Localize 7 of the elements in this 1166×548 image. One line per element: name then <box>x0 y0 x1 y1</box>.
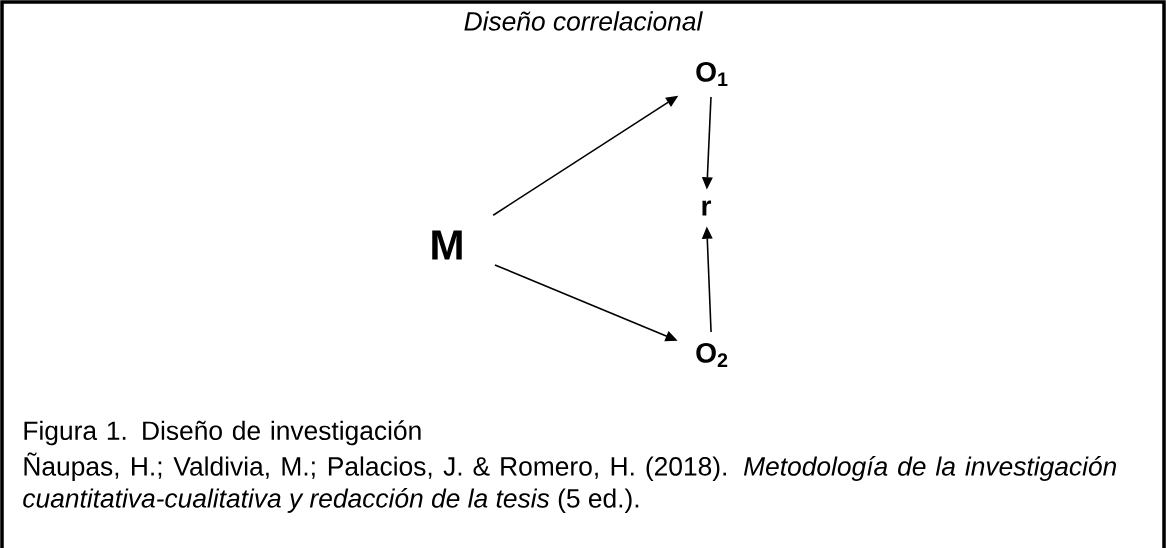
node-label: O$_{2}$ <box>696 342 728 368</box>
title: Diseño correlacional <box>464 11 703 31</box>
node-label: O$_{1}$ <box>696 61 728 87</box>
node-label: r <box>702 200 712 216</box>
figure-caption: Figura 1. Diseño de investigación <box>24 420 421 446</box>
reference-text: Ñaupas, H.; Valdivia, M.; Palacios, J. & Romero, H. (2018). Metodología de la investigación cuantitativa-cualitativa y redacción de la tesis (5 ed.). <box>23 452 1117 513</box>
node-label: M <box>432 230 462 260</box>
